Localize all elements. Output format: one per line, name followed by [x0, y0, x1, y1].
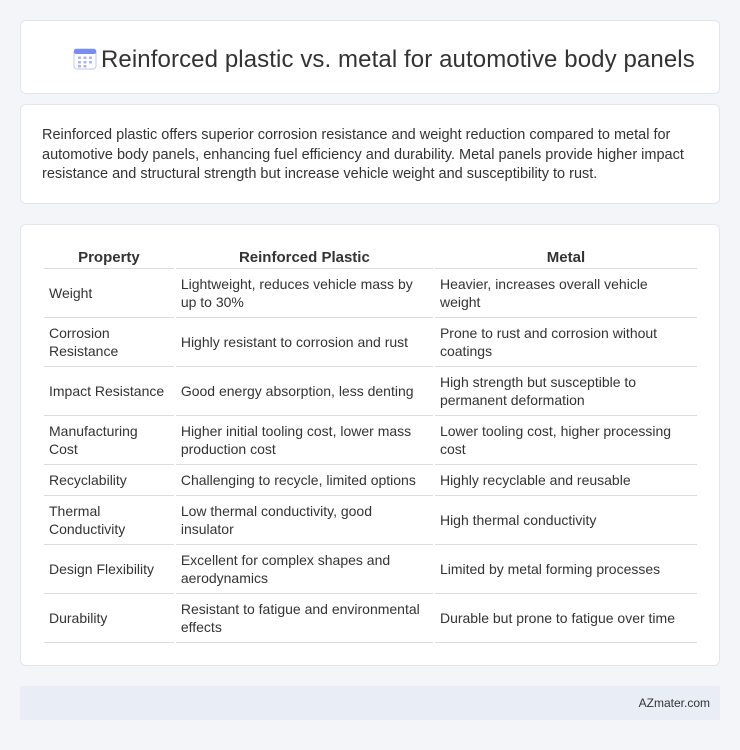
header-property: Property — [44, 246, 174, 269]
cell-property: Impact Resistance — [44, 367, 174, 416]
cell-plastic: Highly resistant to corrosion and rust — [175, 318, 433, 367]
cell-property: Recyclability — [44, 465, 174, 496]
footer-brand-link[interactable]: AZmater.com — [638, 696, 710, 710]
table-row: Recyclability Challenging to recycle, li… — [44, 465, 697, 496]
cell-plastic: Challenging to recycle, limited options — [175, 465, 433, 496]
cell-property: Weight — [44, 269, 174, 318]
cell-property: Durability — [44, 594, 174, 643]
header-reinforced-plastic: Reinforced Plastic — [175, 246, 433, 269]
cell-plastic: Lightweight, reduces vehicle mass by up … — [175, 269, 433, 318]
comparison-table: Property Reinforced Plastic Metal Weight… — [42, 246, 699, 643]
table-row: Durability Resistant to fatigue and envi… — [44, 594, 697, 643]
calendar-grid-icon — [73, 47, 99, 71]
table-row: Weight Lightweight, reduces vehicle mass… — [44, 269, 697, 318]
cell-metal: High thermal conductivity — [434, 496, 697, 545]
cell-property: Corrosion Resistance — [44, 318, 174, 367]
summary-text: Reinforced plastic offers superior corro… — [42, 127, 684, 182]
table-row: Corrosion Resistance Highly resistant to… — [44, 318, 697, 367]
cell-property: Thermal Conductivity — [44, 496, 174, 545]
title-card: Reinforced plastic vs. metal for automot… — [20, 20, 720, 94]
summary-card: Reinforced plastic offers superior corro… — [20, 104, 720, 204]
table-row: Thermal Conductivity Low thermal conduct… — [44, 496, 697, 545]
cell-plastic: Higher initial tooling cost, lower mass … — [175, 416, 433, 465]
cell-metal: Highly recyclable and reusable — [434, 465, 697, 496]
table-header-row: Property Reinforced Plastic Metal — [44, 246, 697, 269]
cell-plastic: Resistant to fatigue and environmental e… — [175, 594, 433, 643]
cell-plastic: Excellent for complex shapes and aerodyn… — [175, 545, 433, 594]
page-title: Reinforced plastic vs. metal for automot… — [101, 46, 695, 73]
comparison-table-card: Property Reinforced Plastic Metal Weight… — [20, 224, 720, 666]
cell-plastic: Low thermal conductivity, good insulator — [175, 496, 433, 545]
table-row: Impact Resistance Good energy absorption… — [44, 367, 697, 416]
cell-metal: Durable but prone to fatigue over time — [434, 594, 697, 643]
cell-metal: Heavier, increases overall vehicle weigh… — [434, 269, 697, 318]
cell-property: Design Flexibility — [44, 545, 174, 594]
cell-plastic: Good energy absorption, less denting — [175, 367, 433, 416]
footer-bar: AZmater.com — [20, 686, 720, 720]
table-row: Design Flexibility Excellent for complex… — [44, 545, 697, 594]
cell-metal: Lower tooling cost, higher processing co… — [434, 416, 697, 465]
cell-metal: Prone to rust and corrosion without coat… — [434, 318, 697, 367]
cell-metal: Limited by metal forming processes — [434, 545, 697, 594]
cell-property: Manufacturing Cost — [44, 416, 174, 465]
cell-metal: High strength but susceptible to permane… — [434, 367, 697, 416]
table-row: Manufacturing Cost Higher initial toolin… — [44, 416, 697, 465]
header-metal: Metal — [434, 246, 697, 269]
